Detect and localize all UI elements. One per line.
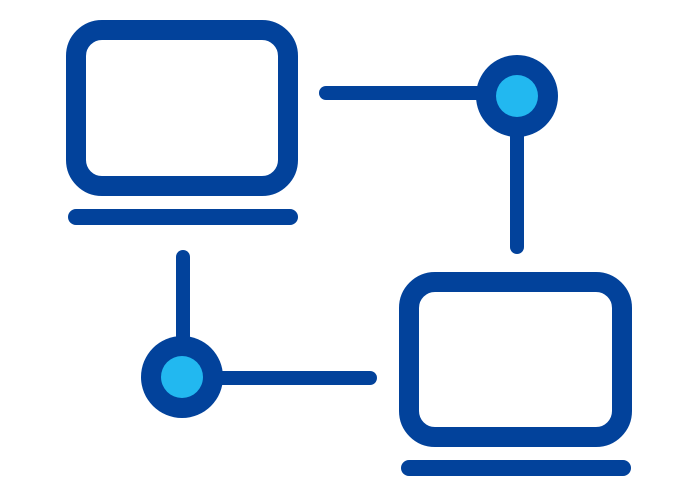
- laptop-icon: [399, 272, 632, 476]
- node-core: [496, 75, 538, 117]
- network-node-icon: [141, 336, 223, 418]
- connectors: [176, 86, 524, 385]
- node-core: [161, 356, 203, 398]
- network-node-icon: [476, 55, 558, 137]
- laptop-icon: [66, 20, 298, 225]
- laptop-screen: [399, 272, 632, 447]
- laptop-screen: [66, 20, 298, 196]
